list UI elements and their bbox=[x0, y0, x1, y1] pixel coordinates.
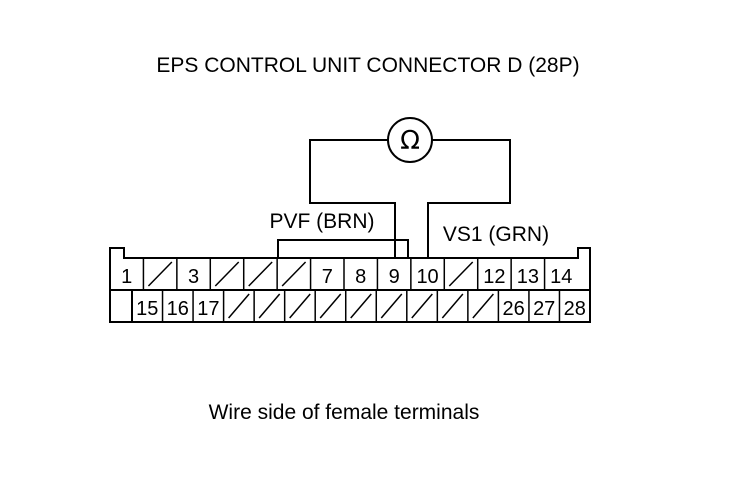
probe-right-label: VS1 (GRN) bbox=[443, 223, 549, 246]
left-probe-lead bbox=[309, 139, 396, 258]
bottom-row-unused-pin bbox=[411, 293, 433, 319]
top-row-unused-pin bbox=[147, 261, 173, 287]
bottom-row-unused-pin bbox=[472, 293, 494, 319]
top-row-unused-pin bbox=[248, 261, 273, 287]
bottom-row-pin-17: 17 bbox=[197, 298, 219, 320]
top-row-pin-9: 9 bbox=[389, 266, 400, 288]
diagram-title: EPS CONTROL UNIT CONNECTOR D (28P) bbox=[156, 54, 579, 77]
top-row-unused-pin bbox=[448, 261, 474, 287]
bottom-row-pin-15: 15 bbox=[136, 298, 158, 320]
top-row-unused-pin bbox=[281, 261, 307, 287]
bottom-row-unused-pin bbox=[228, 293, 250, 319]
top-row-pin-14: 14 bbox=[550, 266, 572, 288]
bottom-row-unused-pin bbox=[258, 293, 281, 319]
ohmmeter-symbol: Ω bbox=[400, 126, 420, 156]
bottom-row-unused-pin bbox=[441, 293, 464, 319]
connector-bottom-row: 15 16 17 26 27 28 bbox=[136, 290, 586, 322]
bottom-row-unused-pin bbox=[350, 293, 372, 319]
bottom-row-unused-pin bbox=[289, 293, 311, 319]
bottom-row-pin-28: 28 bbox=[564, 298, 586, 320]
bottom-row-pin-26: 26 bbox=[503, 298, 525, 320]
top-row-pin-13: 13 bbox=[517, 266, 539, 288]
bottom-row-unused-pin bbox=[319, 293, 342, 319]
top-row-pin-7: 7 bbox=[322, 266, 333, 288]
caption: Wire side of female terminals bbox=[209, 401, 480, 424]
top-row-pin-12: 12 bbox=[483, 266, 505, 288]
bottom-row-pin-27: 27 bbox=[533, 298, 555, 320]
top-row-pin-8: 8 bbox=[355, 266, 366, 288]
connector-housing bbox=[109, 239, 591, 323]
top-row-pin-3: 3 bbox=[188, 266, 199, 288]
top-row-pin-1: 1 bbox=[121, 266, 132, 288]
right-probe-lead bbox=[427, 139, 511, 258]
probe-left-label: PVF (BRN) bbox=[270, 210, 375, 233]
bottom-row-pin-16: 16 bbox=[167, 298, 189, 320]
bottom-row-unused-pin bbox=[380, 293, 403, 319]
top-row-pin-10: 10 bbox=[416, 266, 438, 288]
top-row-unused-pin bbox=[214, 261, 240, 287]
